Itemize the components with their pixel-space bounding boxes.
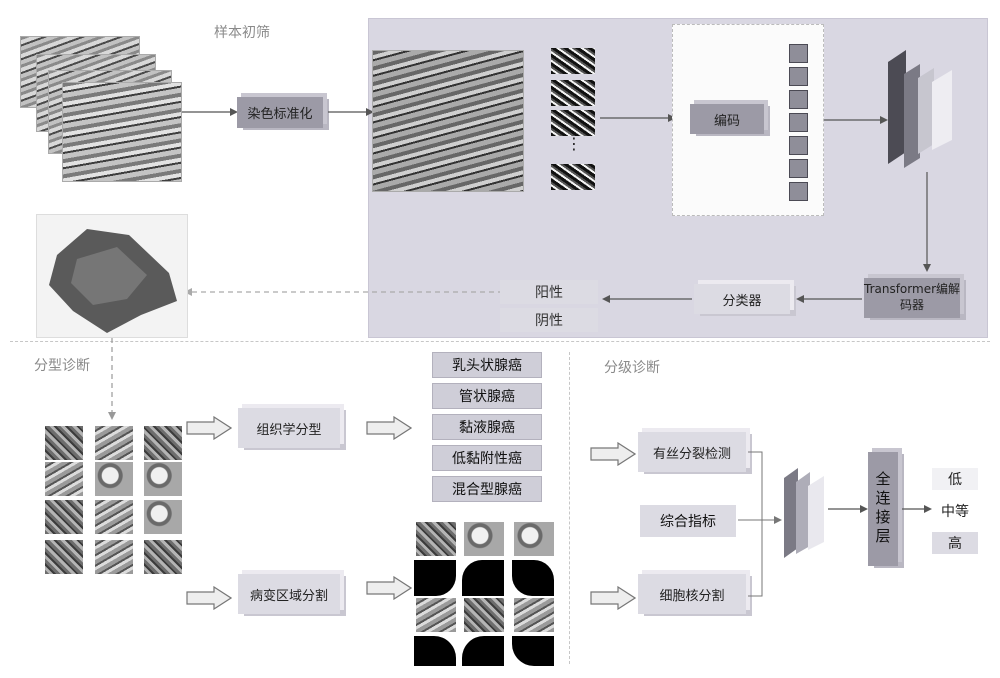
encoder-box: 编码 bbox=[690, 104, 764, 134]
feature-vector-cell bbox=[789, 159, 808, 178]
grade-medium: 中等 bbox=[932, 500, 978, 522]
section-label-screening: 样本初筛 bbox=[214, 22, 270, 42]
tissue-thumbnail bbox=[36, 214, 188, 338]
combined-metrics-box: 综合指标 bbox=[640, 505, 736, 537]
divider-horizontal bbox=[10, 341, 990, 342]
grade-low: 低 bbox=[932, 468, 978, 490]
arrow-to-classifier bbox=[796, 293, 862, 305]
patch-ellipsis: ⋮ bbox=[566, 134, 582, 153]
feature-vector-cell bbox=[789, 113, 808, 132]
histology-typing-box: 组织学分型 bbox=[238, 408, 340, 448]
dashed-arrow-to-tissue bbox=[184, 286, 500, 298]
lesion-segmentation-box: 病变区域分割 bbox=[238, 574, 340, 614]
result-negative: 阴性 bbox=[500, 308, 598, 332]
tile-7 bbox=[45, 500, 83, 534]
stain-normalization-box: 染色标准化 bbox=[237, 97, 323, 128]
type-mucinous: 黏液腺癌 bbox=[432, 414, 542, 440]
fusion-connectors bbox=[736, 440, 782, 610]
tile-9 bbox=[144, 500, 182, 534]
arrow-to-transformer-layers bbox=[824, 114, 888, 126]
mitosis-detection-box: 有丝分裂检测 bbox=[638, 432, 746, 472]
arrow-down-to-transformer bbox=[921, 172, 933, 272]
arrow-to-grades bbox=[902, 503, 932, 515]
fc-layer-label: 全连接层 bbox=[873, 471, 894, 547]
patch-3 bbox=[551, 110, 595, 136]
hollow-arrow-to-types bbox=[366, 416, 412, 440]
arrow-to-result bbox=[602, 293, 692, 305]
seg-tile-4 bbox=[416, 598, 456, 632]
tile-10 bbox=[45, 540, 83, 574]
feature-vector-cell bbox=[789, 44, 808, 63]
transformer-layers-icon bbox=[884, 44, 964, 168]
tile-11 bbox=[95, 540, 133, 574]
patch-2 bbox=[551, 80, 595, 106]
arrow-to-fc-layer bbox=[828, 503, 868, 515]
type-mixed: 混合型腺癌 bbox=[432, 476, 542, 502]
transformer-codec-box: Transformer编解码器 bbox=[864, 278, 960, 318]
patch-1 bbox=[551, 48, 595, 74]
seg-mask-4 bbox=[414, 636, 456, 666]
seg-mask-5 bbox=[462, 636, 504, 666]
seg-tile-3 bbox=[514, 522, 554, 556]
tile-8 bbox=[95, 500, 133, 534]
seg-tile-2 bbox=[464, 522, 504, 556]
arrow-to-stain-norm bbox=[182, 106, 238, 118]
hollow-arrow-to-segmentation bbox=[186, 586, 232, 610]
feature-vector-cell bbox=[789, 182, 808, 201]
hollow-arrow-to-mitosis bbox=[590, 442, 636, 466]
seg-mask-2 bbox=[462, 560, 504, 596]
type-tubular: 管状腺癌 bbox=[432, 383, 542, 409]
type-papillary: 乳头状腺癌 bbox=[432, 352, 542, 378]
type-poorly-cohesive: 低黏附性癌 bbox=[432, 445, 542, 471]
fully-connected-layer-box: 全连接层 bbox=[868, 452, 898, 566]
tile-12 bbox=[144, 540, 182, 574]
tile-3 bbox=[144, 426, 182, 460]
seg-tile-1 bbox=[416, 522, 456, 556]
seg-tile-6 bbox=[514, 598, 554, 632]
patch-4 bbox=[551, 164, 595, 190]
seg-mask-6 bbox=[512, 636, 554, 666]
feature-vector-cell bbox=[789, 90, 808, 109]
tile-1 bbox=[45, 426, 83, 460]
seg-mask-3 bbox=[512, 560, 554, 596]
seg-mask-1 bbox=[414, 560, 456, 596]
dashed-arrow-down-to-tiles bbox=[106, 338, 118, 420]
grade-high: 高 bbox=[932, 532, 978, 554]
tile-6 bbox=[144, 462, 182, 496]
section-label-grading: 分级诊断 bbox=[604, 357, 660, 377]
input-slide-4 bbox=[62, 82, 182, 182]
feature-vector-cell bbox=[789, 136, 808, 155]
arrow-to-normalized-slide bbox=[328, 106, 374, 118]
divider-vertical bbox=[569, 352, 570, 664]
hollow-arrow-to-histology bbox=[186, 416, 232, 440]
normalized-slide bbox=[372, 50, 524, 192]
arrow-to-encoder bbox=[600, 112, 676, 124]
hollow-arrow-to-masks bbox=[366, 576, 412, 600]
tile-5 bbox=[95, 462, 133, 496]
section-label-typing: 分型诊断 bbox=[34, 355, 90, 375]
feature-vector-cell bbox=[789, 67, 808, 86]
tile-2 bbox=[95, 426, 133, 460]
tile-4 bbox=[45, 462, 83, 496]
hollow-arrow-to-nucleus bbox=[590, 586, 636, 610]
seg-tile-5 bbox=[464, 598, 504, 632]
nucleus-segmentation-box: 细胞核分割 bbox=[638, 574, 746, 614]
result-positive: 阳性 bbox=[500, 280, 598, 304]
classifier-box: 分类器 bbox=[694, 284, 790, 314]
